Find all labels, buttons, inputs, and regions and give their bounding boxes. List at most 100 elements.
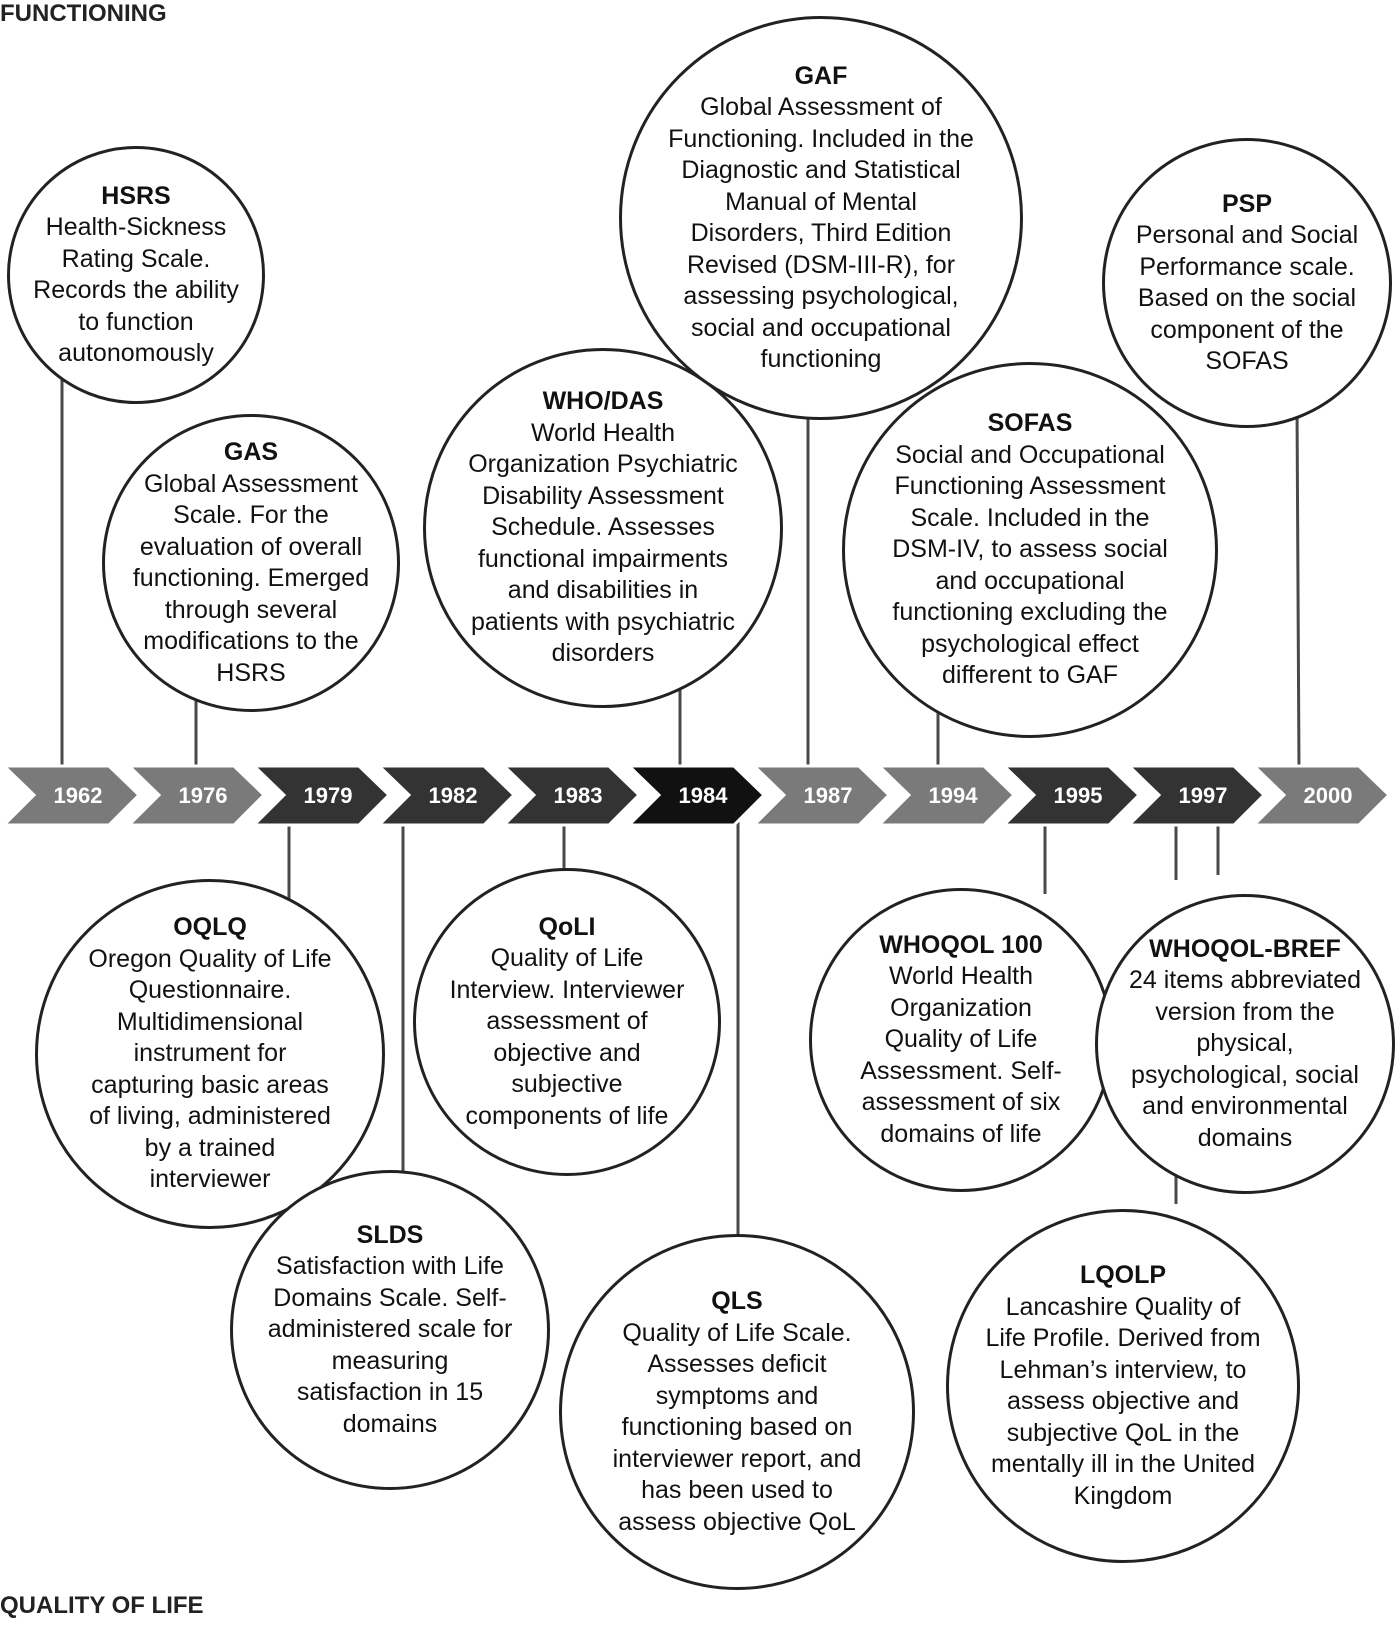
scale-description-line: through several [164, 595, 338, 624]
scale-description-line: evaluation of overall [139, 532, 363, 561]
scale-description-line: Lancashire Quality of [1005, 1292, 1241, 1321]
scale-description-line: Domains Scale. Self- [273, 1283, 507, 1312]
scale-description-line: Manual of Mental [725, 187, 917, 216]
scale-description-line: Personal and Social [1135, 221, 1359, 249]
scale-description-line: component of the [1150, 315, 1344, 344]
year-label: 1997 [1179, 783, 1228, 808]
scale-description-line: modifications to the [143, 627, 359, 655]
scale-description-line: Diagnostic and Statistical [681, 156, 961, 184]
scale-description-line: and environmental [1142, 1092, 1348, 1121]
scale-description-line: interviewer report, and [612, 1444, 862, 1473]
timeline-chevron [1125, 764, 1267, 827]
scale-description-line: Assesses deficit [647, 1350, 827, 1378]
scale-description-line: World Health [530, 418, 676, 447]
scale-description-line: domains of life [880, 1119, 1042, 1148]
timeline-arrow-1997: 1997 [1125, 764, 1267, 827]
timeline-chevron [1000, 764, 1142, 827]
year-label: 1976 [179, 783, 228, 808]
scale-title: SLDS [356, 1220, 424, 1249]
scale-description-line: satisfaction in 15 [296, 1378, 484, 1407]
scale-description-line: to function [78, 307, 194, 336]
scale-description-line: psychological, social [1131, 1060, 1359, 1089]
scale-description-line: 24 items abbreviated [1128, 966, 1362, 995]
scale-description-line: social and occupational [691, 313, 951, 342]
scale-description-line: Organization [890, 993, 1032, 1022]
scale-description-line: Based on the social [1137, 284, 1357, 312]
timeline-arrow-1984: 1984 [625, 764, 767, 827]
scale-description-line: and occupational [935, 566, 1125, 595]
scale-description-line: Records the ability [33, 276, 239, 304]
scale-description-line: components of life [465, 1101, 669, 1130]
scale-description-line: measuring [331, 1346, 449, 1375]
timeline-chevron [0, 764, 142, 827]
scale-description-line: and disabilities in [507, 576, 699, 605]
scale-description-line: Quality of Life [884, 1025, 1038, 1054]
scale-title: GAS [223, 438, 279, 466]
scale-description-line: Quality of Life [490, 944, 644, 973]
scale-title: GAF [794, 61, 848, 90]
scale-description-line: HSRS [216, 658, 286, 687]
scale-title: LQOLP [1079, 1261, 1167, 1289]
scale-title: SOFAS [987, 409, 1073, 438]
scale-description-line: Social and Occupational [895, 440, 1165, 469]
quality-of-life-section-label: QUALITY OF LIFE [0, 1592, 204, 1619]
scale-description-line: has been used to [641, 1476, 833, 1504]
scale-title: HSRS [101, 181, 171, 210]
scale-description-line: different to GAF [941, 661, 1118, 690]
timeline-chevron [500, 764, 642, 827]
timeline-arrow-2000: 2000 [1250, 764, 1392, 827]
scale-description-line: Scale. Included in the [910, 503, 1150, 532]
year-label: 1962 [54, 783, 103, 808]
timeline-chevron [125, 764, 267, 827]
scale-description-line: symptoms and [655, 1381, 819, 1410]
scale-title: QoLI [538, 912, 596, 941]
scale-description-line: functioning [760, 345, 882, 373]
timeline-arrow-1962: 1962 [0, 764, 142, 827]
scale-description-line: Schedule. Assesses [491, 513, 715, 542]
scale-description-line: assessing psychological, [683, 282, 959, 310]
scale-title: OQLQ [173, 913, 247, 942]
scale-description-line: autonomously [58, 339, 214, 367]
scale-description-line: Organization Psychiatric [468, 450, 738, 479]
timeline-arrow-1994: 1994 [875, 764, 1017, 827]
scale-description-line: Lehman’s interview, to [999, 1355, 1247, 1384]
scale-description-line: assessment of six [861, 1088, 1061, 1117]
scale-description-line: Disorders, Third Edition [690, 219, 952, 247]
year-label: 1994 [929, 783, 979, 808]
scale-description-line: functioning based on [621, 1413, 853, 1441]
scale-description-line: Assessment. Self- [860, 1056, 1062, 1085]
scale-title: WHO/DAS [542, 387, 664, 416]
scale-description-line: administered scale for [267, 1315, 513, 1344]
timeline-arrow-1979: 1979 [250, 764, 392, 827]
scale-description-line: subjective [511, 1070, 623, 1099]
timeline-chevron [1250, 764, 1392, 827]
scale-description-line: mentally ill in the United [990, 1450, 1255, 1478]
scale-description-line: disorders [551, 639, 655, 668]
scale-description-line: Quality of Life Scale. [622, 1318, 852, 1347]
scale-description-line: functional impairments [477, 544, 729, 573]
timeline-chevron [250, 764, 392, 827]
scale-description-line: Multidimensional [116, 1007, 304, 1036]
scale-description-line: DSM-IV, to assess social [892, 535, 1168, 564]
scale-description-line: Functioning. Included in the [668, 124, 974, 153]
scale-title: WHOQOL-BREF [1149, 934, 1341, 963]
scale-title: PSP [1221, 189, 1273, 218]
scale-description-line: Revised (DSM-III-R), for [686, 250, 956, 279]
scale-description-line: Satisfaction with Life [276, 1252, 504, 1281]
year-label: 1987 [804, 783, 853, 808]
scale-description-line: version from the [1155, 997, 1335, 1026]
scale-description-line: physical, [1196, 1029, 1294, 1058]
scale-description-line: patients with psychiatric [470, 607, 735, 636]
scale-description-line: objective and [493, 1038, 641, 1067]
timeline-arrow-1983: 1983 [500, 764, 642, 827]
